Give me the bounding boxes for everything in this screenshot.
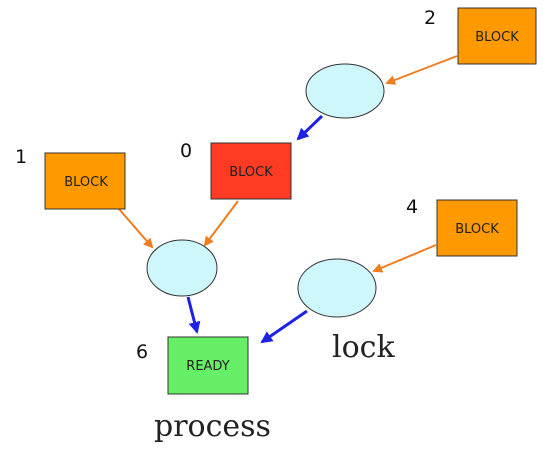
process-node-1: BLOCK 1 <box>15 146 126 210</box>
process-node-4-id: 4 <box>406 196 418 218</box>
process-node-1-id: 1 <box>15 146 27 168</box>
process-node-2-box <box>457 7 537 65</box>
lock-node-top <box>305 63 385 119</box>
lock-caption: lock <box>332 330 395 365</box>
process-node-4-box <box>436 199 518 257</box>
edge-lock-top-to-block0 <box>296 114 324 141</box>
edge-block1-to-lock-left <box>118 208 154 249</box>
process-node-0-box <box>210 142 292 200</box>
process-node-6-status: READY <box>186 359 229 374</box>
process-node-0: BLOCK 0 <box>180 140 292 200</box>
lock-node-left <box>146 239 218 297</box>
lock-node-right <box>297 258 377 318</box>
process-caption: process <box>154 409 271 444</box>
process-node-6: READY 6 <box>136 336 249 395</box>
process-node-0-id: 0 <box>180 140 192 162</box>
process-node-1-box <box>44 152 126 210</box>
process-node-2-status: BLOCK <box>475 30 519 45</box>
edge-lock-left-to-ready6 <box>186 296 201 334</box>
process-node-6-id: 6 <box>136 341 148 363</box>
process-node-0-status: BLOCK <box>229 165 273 180</box>
process-node-4-status: BLOCK <box>455 222 499 237</box>
process-node-1-status: BLOCK <box>64 175 108 190</box>
process-node-2-id: 2 <box>424 7 436 29</box>
edge-lock-right-to-ready6 <box>260 309 308 344</box>
edge-block4-to-lock-right <box>372 244 437 273</box>
process-node-2: BLOCK 2 <box>424 7 537 65</box>
process-node-6-box <box>167 336 249 395</box>
edge-block0-to-lock-left <box>203 200 239 247</box>
edge-block2-to-lock-top <box>385 55 458 85</box>
process-node-4: BLOCK 4 <box>406 196 518 257</box>
